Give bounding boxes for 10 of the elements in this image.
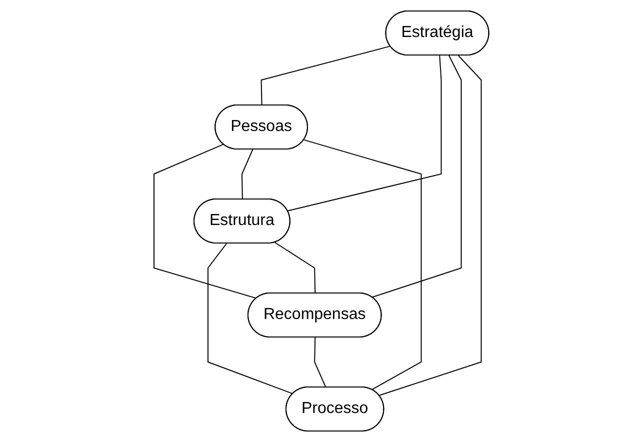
connector [378,54,482,396]
connector [304,138,422,390]
connector [260,45,391,106]
connector [208,242,294,394]
connector [154,143,258,298]
connector [314,336,326,388]
connector [274,242,316,294]
connector [372,54,462,298]
connector [242,148,254,200]
connector [287,54,442,211]
